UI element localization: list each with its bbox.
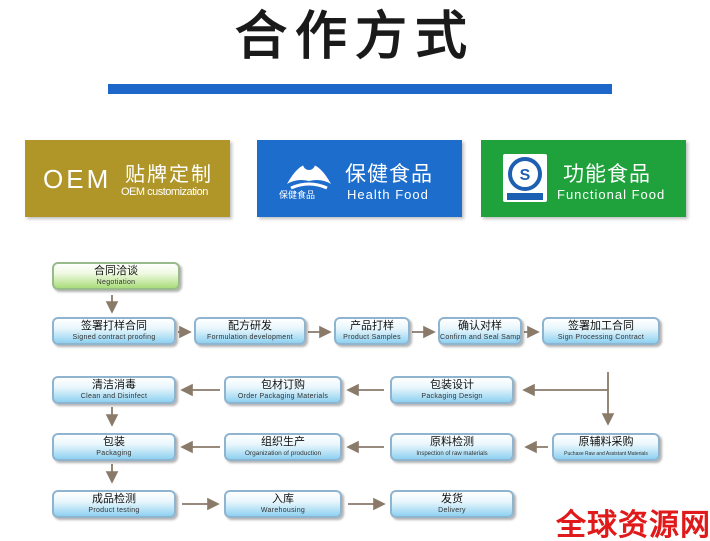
step-negotiation: 合同洽谈 Negotiation (52, 262, 180, 290)
step-label: 合同洽谈 (94, 265, 138, 277)
step-label-en: Order Packaging Materials (237, 393, 329, 400)
qs-logo: S (503, 154, 547, 202)
page-title: 合作方式 (234, 6, 475, 67)
oem-chinese-title: 贴牌定制 (125, 164, 213, 186)
step-delivery: 发货 Delivery (390, 490, 514, 518)
step-confirm-samples: 确认对样 Confirm and Seal Samples (438, 317, 522, 345)
step-packaging-design: 包装设计 Packaging Design (390, 376, 514, 404)
step-product-samples: 产品打样 Product Samples (334, 317, 410, 345)
svg-text:S: S (520, 167, 531, 184)
step-label: 发货 (441, 493, 463, 505)
functional-food-english-title: Functional Food (557, 187, 666, 202)
health-food-chinese-title: 保健食品 (345, 163, 433, 186)
step-inspection-raw-materials: 原料检测 Inspection of raw materials (390, 433, 514, 461)
step-sign-processing-contract: 签署加工合同 Sign Processing Contract (542, 317, 660, 345)
step-label: 签署加工合同 (568, 320, 634, 332)
health-food-card: 保健食品 保健食品 Health Food (257, 140, 462, 217)
step-formulation-development: 配方研发 Formulation development (194, 317, 306, 345)
step-label-en: Delivery (438, 507, 466, 514)
step-label-en: Inspection of raw materials (416, 451, 488, 457)
step-label: 包装设计 (430, 379, 474, 391)
step-label: 清洁消毒 (92, 379, 136, 391)
health-food-english-title: Health Food (347, 187, 429, 202)
step-product-testing: 成品检测 Product testing (52, 490, 176, 518)
step-label: 原料检测 (430, 436, 474, 448)
step-label: 签署打样合同 (81, 320, 147, 332)
step-label: 包材订购 (261, 379, 305, 391)
step-order-packaging-materials: 包材订购 Order Packaging Materials (224, 376, 342, 404)
step-label-en: Packaging Design (421, 393, 483, 400)
step-label-en: Sign Processing Contract (557, 334, 645, 341)
step-label-en: Packaging (96, 450, 132, 457)
step-label: 入库 (272, 493, 294, 505)
step-label-en: Product testing (88, 507, 140, 514)
oem-label: OEM (43, 164, 112, 194)
step-label-en: Clean and Disinfect (80, 393, 148, 400)
step-signed-contract-proofing: 签署打样合同 Signed contract proofing (52, 317, 176, 345)
step-organization-of-production: 组织生产 Organization of production (224, 433, 342, 461)
step-label-en: Negotiation (96, 279, 136, 286)
step-packaging: 包装 Packaging (52, 433, 176, 461)
step-label: 组织生产 (261, 436, 305, 448)
step-clean-and-disinfect: 清洁消毒 Clean and Disinfect (52, 376, 176, 404)
watermark: 全球资源网 (556, 509, 710, 541)
oem-card: OEM 贴牌定制 OEM customization (25, 140, 230, 217)
step-label: 确认对样 (458, 320, 502, 332)
step-label-en: Confirm and Seal Samples (440, 334, 522, 341)
step-label-en: Product Samples (343, 334, 401, 341)
step-label: 产品打样 (350, 320, 394, 332)
step-warehousing: 入库 Warehousing (224, 490, 342, 518)
health-food-logo-text: 保健食品 (279, 190, 316, 200)
title-underline (108, 84, 612, 94)
step-label: 原辅料采购 (578, 436, 634, 448)
functional-food-card: S 功能食品 Functional Food (481, 140, 686, 217)
step-label: 配方研发 (228, 320, 272, 332)
step-label-en: Warehousing (260, 507, 306, 514)
qs-icon: S (507, 157, 543, 200)
oem-english-title: OEM customization (121, 186, 208, 198)
step-label: 包装 (103, 436, 125, 448)
step-label-en: Signed contract proofing (72, 334, 156, 341)
health-food-logo-icon (287, 158, 331, 190)
step-label-en: Puchase Raw and Assistant Materials (564, 451, 648, 457)
step-label-en: Formulation development (207, 334, 293, 341)
step-label-en: Organization of production (244, 450, 322, 457)
step-purchase-raw-materials: 原辅料采购 Puchase Raw and Assistant Material… (552, 433, 660, 461)
step-label: 成品检测 (92, 493, 136, 505)
functional-food-chinese-title: 功能食品 (563, 163, 651, 186)
